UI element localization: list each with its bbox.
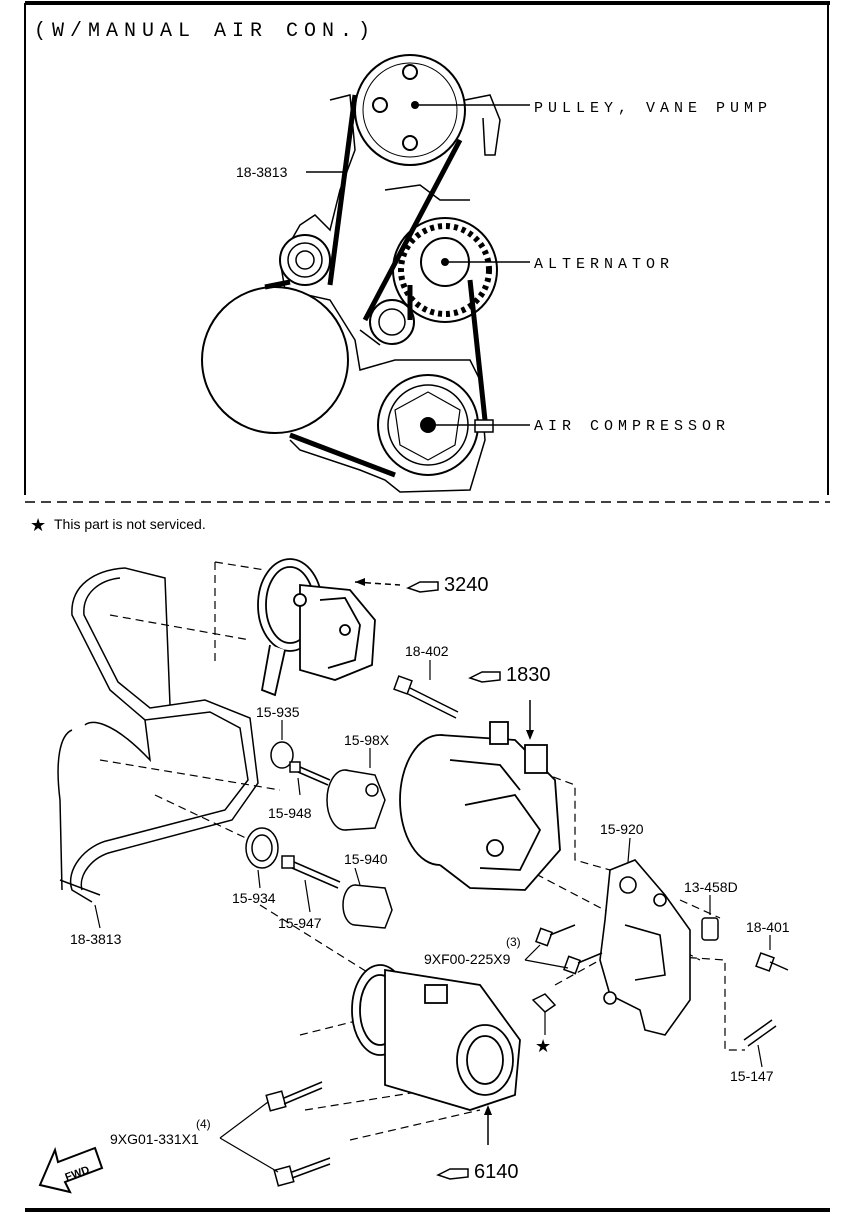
part-15-940: 15-940 [344, 851, 388, 867]
ref-hand-icon-3240 [406, 581, 439, 593]
part-15-920: 15-920 [600, 821, 644, 837]
ref-6140: 6140 [474, 1161, 519, 1183]
part-15-98x: 15-98X [344, 732, 390, 748]
idler-pulley-lower [369, 299, 415, 345]
part-9xf00-qty: (3) [506, 935, 521, 949]
belt-label-top: 18-3813 [236, 164, 288, 180]
ref-6140-arrow [484, 1105, 492, 1115]
part-13-458d: 13-458D [684, 879, 738, 895]
belt-exploded [57, 567, 259, 903]
ref-3240-arrow [355, 578, 365, 586]
part-15-935: 15-935 [256, 704, 300, 720]
part-9xg01-331x1: 9XG01-331X1 [110, 1131, 199, 1147]
part-15-147: 15-147 [730, 1068, 774, 1084]
not-serviced-star-icon: ★ [535, 1036, 551, 1056]
part-leaders [94, 660, 771, 1173]
small-parts-upper [270, 741, 386, 831]
ref-hand-icon-1830 [468, 671, 501, 683]
vane-pump-exploded [257, 558, 376, 697]
part-18-401: 18-401 [746, 919, 790, 935]
part-15-948: 15-948 [268, 805, 312, 821]
part-18-402: 18-402 [405, 643, 449, 659]
ref-hand-icon-6140 [436, 1168, 469, 1180]
vane-pump-pulley [354, 54, 501, 166]
ref-1830-arrow [526, 730, 534, 740]
small-parts-lower [245, 827, 393, 929]
star-icon: ★ [30, 515, 46, 535]
bracket-15-920 [599, 859, 691, 1036]
fwd-arrow-icon: FWD [38, 1146, 104, 1194]
ref-3240-leader [354, 581, 401, 586]
part-18-3813: 18-3813 [70, 931, 122, 947]
section-heading: (W/MANUAL AIR CON.) [34, 20, 376, 43]
part-15-947: 15-947 [278, 915, 322, 931]
top-leaders [306, 104, 530, 426]
air-compressor-exploded [351, 964, 521, 1111]
drive-belt [264, 94, 488, 478]
part-9xf00-225x9: 9XF00-225X9 [424, 951, 511, 967]
idler-pulley-upper [279, 234, 331, 286]
bolts-lower-left [265, 1081, 331, 1187]
alternator-exploded [399, 721, 561, 891]
part-15-934: 15-934 [232, 890, 276, 906]
vane-pump-label: PULLEY, VANE PUMP [534, 100, 772, 117]
alternator-label: ALTERNATOR [534, 256, 674, 273]
crankshaft-pulley [201, 286, 349, 434]
not-serviced-note: This part is not serviced. [54, 516, 206, 532]
ref-3240: 3240 [444, 574, 489, 596]
bolt-18-402 [393, 675, 459, 719]
part-9xg01-qty: (4) [196, 1117, 211, 1131]
air-compressor-label: AIR COMPRESSOR [534, 418, 730, 435]
ref-1830: 1830 [506, 664, 551, 686]
bolts-right [531, 917, 789, 1047]
